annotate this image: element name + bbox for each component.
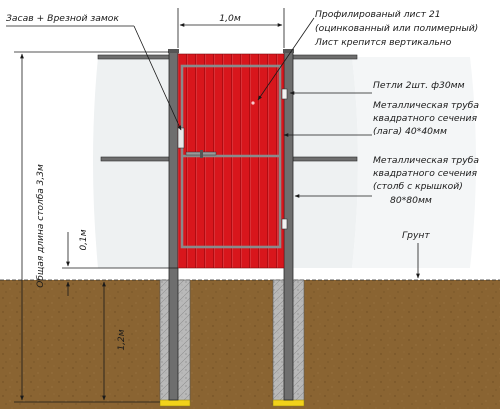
leader-lock: Засав + Врезной замок — [6, 13, 182, 131]
fence-band-right-2 — [352, 57, 476, 268]
post-cap-left — [168, 49, 179, 53]
hinge-top — [281, 88, 288, 100]
rail-mid-left — [100, 156, 175, 162]
rail-mid-right — [292, 156, 358, 162]
frame-label-line2: квадратного сечения — [373, 113, 478, 124]
sheet-label-line3: Лист крепится вертикально — [314, 37, 452, 48]
dimension-clearance: 0,1м — [62, 229, 178, 296]
frame-label-line1: Металлическая труба — [373, 100, 479, 111]
post-label-line1: Металлическая труба — [373, 155, 479, 166]
leader-frame: Металлическая труба квадратного сечения … — [283, 100, 479, 137]
rail-top-left — [97, 54, 175, 60]
dimension-total-length: Общая длина столба 3,3м — [14, 51, 169, 403]
hinges-label: Петли 2шт. ф30мм — [373, 80, 465, 91]
leader-post: Металлическая труба квадратного сечения … — [294, 155, 479, 206]
total-length-label: Общая длина столба 3,3м — [36, 164, 46, 288]
dimension-width: 1,0м — [177, 8, 285, 48]
fence-background — [93, 57, 476, 268]
frame-label-line3: (лага) 40*40мм — [373, 126, 447, 137]
soil — [0, 280, 500, 409]
rail-top-right — [292, 54, 358, 60]
footing-plate-right — [272, 399, 305, 407]
post-label-line4: 80*80мм — [390, 195, 432, 206]
profiled-sheet — [177, 53, 285, 269]
gate-frame — [180, 64, 282, 249]
clearance-label: 0,1м — [79, 229, 89, 250]
fence-band-right — [293, 57, 358, 268]
lock-label: Засав + Врезной замок — [6, 13, 119, 24]
fence-rails — [97, 54, 358, 162]
sheet-marker-dot — [251, 101, 255, 105]
width-label: 1,0м — [219, 13, 241, 24]
sheet-label-line1: Профилированый лист 21 — [315, 9, 441, 20]
lock-body — [177, 127, 185, 149]
post-cap-right — [283, 49, 294, 53]
post-label-line2: квадратного сечения — [373, 168, 478, 179]
hinge-bottom — [281, 218, 288, 230]
leader-sheet: Профилированый лист 21 (оцинкованный или… — [257, 9, 478, 101]
footing-plate-left — [159, 399, 191, 407]
post-label-line3: (столб с крышкой) — [373, 181, 463, 192]
sheet-label-line2: (оцинкованный или полимерный) — [315, 23, 478, 34]
dimension-embed-depth: 1,2м — [102, 281, 127, 401]
post-left — [168, 51, 179, 401]
embed-depth-label: 1,2м — [117, 329, 127, 350]
leader-ground: Грунт — [402, 230, 430, 279]
leader-hinges: Петли 2шт. ф30мм — [289, 80, 465, 95]
latch-handle — [200, 150, 203, 158]
fence-band-left — [93, 57, 174, 268]
ground-label: Грунт — [402, 230, 430, 241]
